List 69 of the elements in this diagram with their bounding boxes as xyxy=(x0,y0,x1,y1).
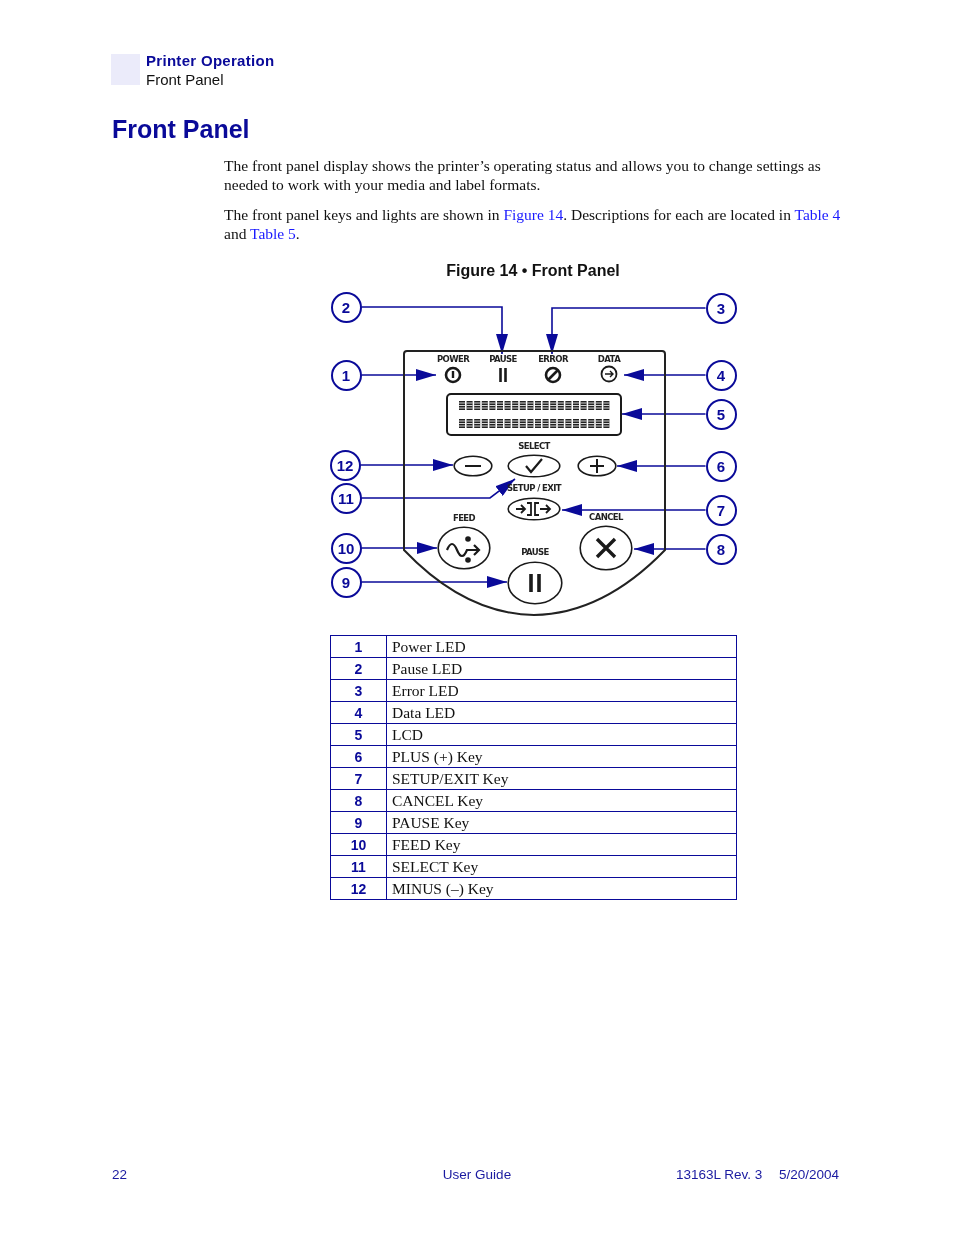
key-label: ERROR xyxy=(537,354,570,364)
callout-number: 8 xyxy=(705,533,737,565)
table-cell: 6 xyxy=(330,745,387,768)
arrow xyxy=(616,460,707,472)
arrow xyxy=(633,543,707,555)
page-title: Front Panel xyxy=(112,115,250,144)
table-cell: FEED Key xyxy=(386,833,737,856)
key-label: SETUP / EXIT xyxy=(506,483,563,493)
key-label: CANCEL xyxy=(588,512,625,522)
callout-number: 2 xyxy=(330,291,362,323)
key-label: PAUSE xyxy=(520,547,550,557)
callout-number: 6 xyxy=(705,450,737,482)
arrow xyxy=(621,408,707,420)
table-cell: Error LED xyxy=(386,679,737,702)
key-label: FEED xyxy=(451,513,477,523)
table-cell: 5 xyxy=(330,723,387,746)
body-paragraph: The front panel keys and lights are shown in Figure 14. Descriptions for each are located in Table 4 and Table 5. xyxy=(224,205,842,243)
table-cell: PAUSE Key xyxy=(386,811,737,834)
table-cell: 4 xyxy=(330,701,387,724)
table-cell: 9 xyxy=(330,811,387,834)
table-cell: 10 xyxy=(330,833,387,856)
table-cell: SELECT Key xyxy=(386,855,737,878)
subsection-heading: Front Panel xyxy=(146,71,224,88)
arrow xyxy=(561,504,707,516)
link: Table 4 xyxy=(794,206,841,223)
arrow xyxy=(360,306,508,355)
arrow xyxy=(359,459,454,471)
table-cell: 11 xyxy=(330,855,387,878)
callout-number: 10 xyxy=(330,532,362,564)
arrow xyxy=(360,369,437,381)
table-cell: 3 xyxy=(330,679,387,702)
table-cell: LCD xyxy=(386,723,737,746)
key-label: SELECT xyxy=(517,441,552,451)
footer-text: User Guide xyxy=(441,1167,513,1182)
callout-number: 5 xyxy=(705,398,737,430)
table-cell: SETUP/EXIT Key xyxy=(386,767,737,790)
table-cell: Power LED xyxy=(386,635,737,658)
section-heading: Printer Operation xyxy=(146,52,275,69)
link: Table 5 xyxy=(250,225,296,242)
callout-number: 1 xyxy=(330,359,362,391)
arrow xyxy=(360,478,516,499)
table-cell: 12 xyxy=(330,877,387,900)
callout-number: 4 xyxy=(705,359,737,391)
key-label: DATA xyxy=(596,354,622,364)
arrow xyxy=(360,576,508,588)
table-cell: Pause LED xyxy=(386,657,737,680)
arrow xyxy=(546,307,707,355)
callout-number: 7 xyxy=(705,494,737,526)
table-cell: PLUS (+) Key xyxy=(386,745,737,768)
table-cell: Data LED xyxy=(386,701,737,724)
table-cell: CANCEL Key xyxy=(386,789,737,812)
body-paragraph: The front panel display shows the printer’s operating status and allows you to change settings as needed to work with your media and label formats. xyxy=(224,156,822,194)
key-label: PAUSE xyxy=(488,354,518,364)
page-number: 22 xyxy=(112,1167,128,1182)
key-label: POWER xyxy=(435,354,471,364)
figure-caption: Figure 14 • Front Panel xyxy=(445,262,621,280)
footer-text: 5/20/2004 xyxy=(779,1167,840,1182)
arrow xyxy=(360,542,438,554)
table-cell: MINUS (–) Key xyxy=(386,877,737,900)
callout-number: 11 xyxy=(330,482,362,514)
footer-text: 13163L Rev. 3 xyxy=(676,1167,763,1182)
callout-number: 9 xyxy=(330,566,362,598)
arrow xyxy=(623,369,707,381)
table-cell: 1 xyxy=(330,635,387,658)
table-cell: 8 xyxy=(330,789,387,812)
callout-number: 12 xyxy=(329,449,361,481)
table-cell: 2 xyxy=(330,657,387,680)
callout-number: 3 xyxy=(705,292,737,324)
table-cell: 7 xyxy=(330,767,387,790)
